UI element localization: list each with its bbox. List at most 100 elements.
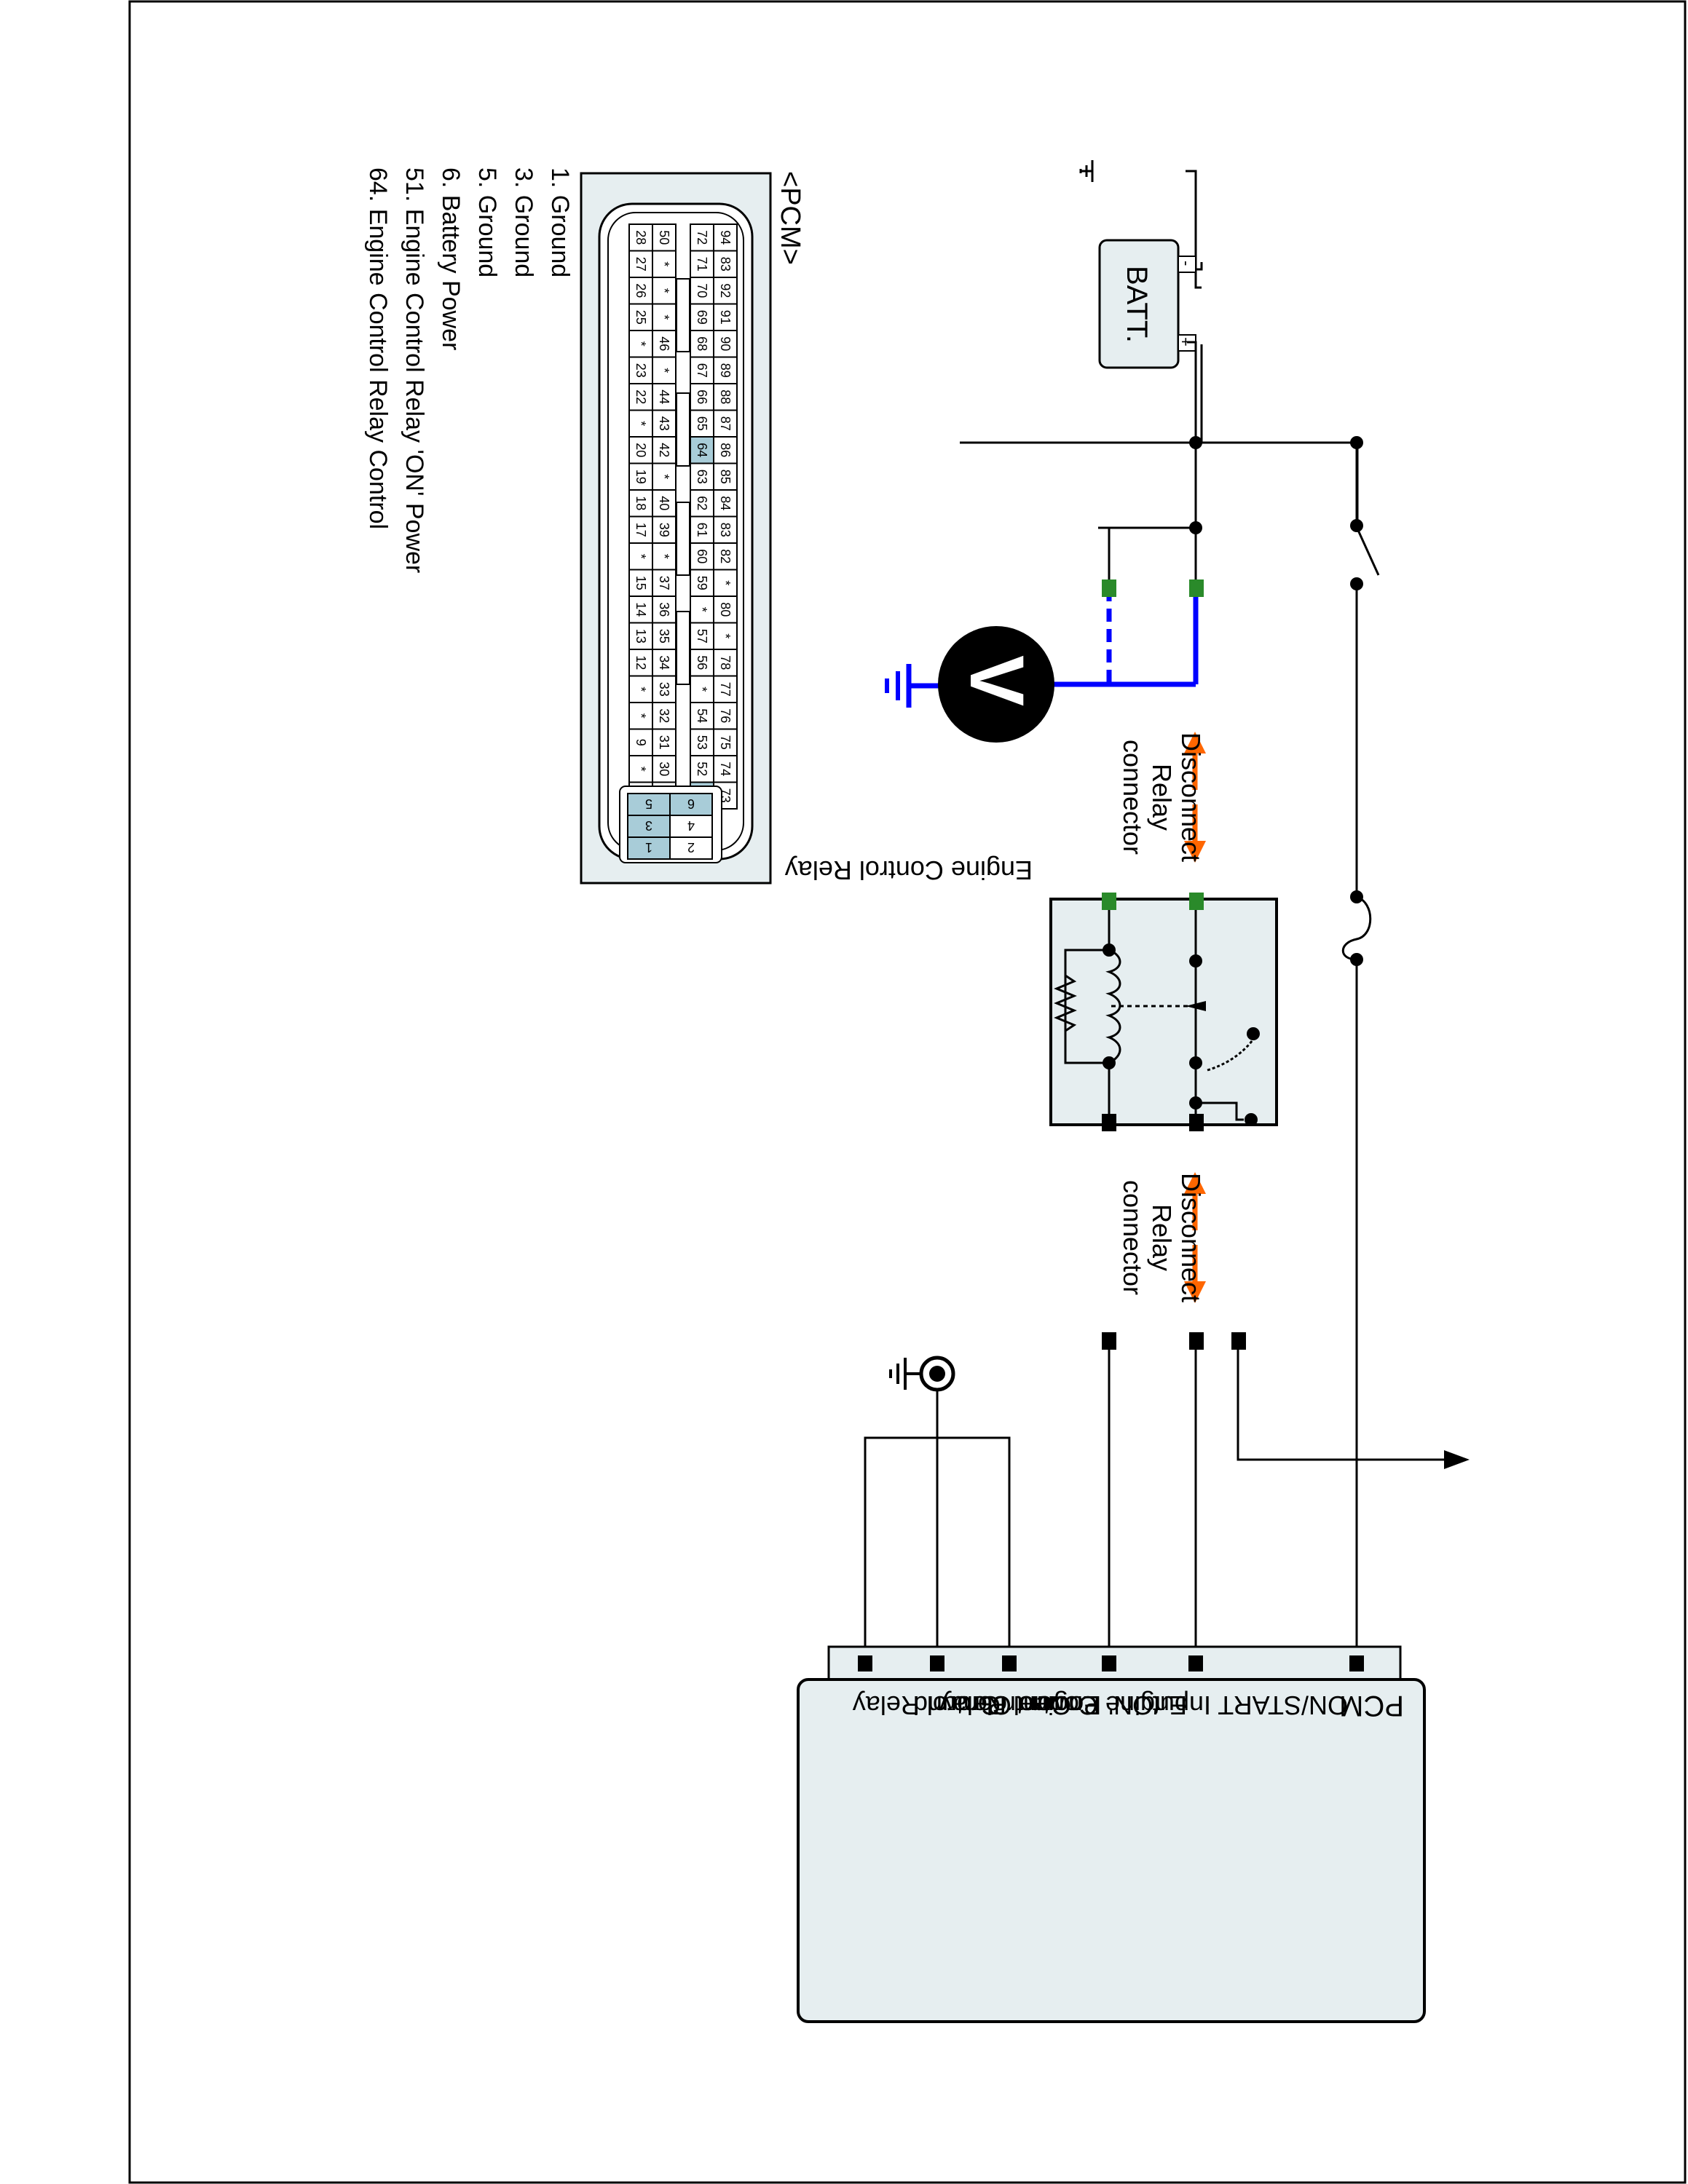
connector-pin-label: 36: [657, 602, 671, 617]
pcm-connector-title: <PCM>: [775, 171, 805, 265]
connector-pin-label: 60: [695, 549, 709, 563]
voltmeter: [938, 626, 1054, 743]
connector-small-pin-label: 5: [645, 796, 652, 811]
connector-pin-label: 64: [695, 443, 709, 457]
connector-small-pin-label: 3: [645, 818, 652, 833]
connector-pin-label: 67: [695, 363, 709, 378]
connector-pin-label: 46: [657, 336, 671, 351]
connector-small-pin-label: 4: [687, 818, 695, 833]
disconnect-label-line: Relay: [1147, 1204, 1177, 1271]
connector-pin-label: *: [657, 474, 671, 479]
connector-pin-label: 30: [657, 761, 671, 776]
pcm-pin-label-ecr-control: Control: [987, 1690, 1071, 1720]
connector-pin-label: 69: [695, 310, 709, 325]
battery: - + BATT.: [1098, 239, 1196, 369]
connector-pin-label: 84: [718, 496, 733, 510]
connector-pin-label: 75: [718, 735, 733, 750]
connector-pin-label: 25: [634, 310, 648, 325]
connector-pin-label: *: [634, 554, 648, 559]
connector-pin-label: 26: [634, 283, 648, 298]
battery-minus-label: -: [1178, 261, 1196, 266]
connector-pin-label: *: [657, 554, 671, 559]
connector-pin-label: 31: [657, 735, 671, 750]
connector-pin-label: 61: [695, 523, 709, 537]
connector-pin-label: 76: [718, 708, 733, 723]
connector-pin-label: 70: [695, 283, 709, 298]
connector-pin-label: 59: [695, 576, 709, 590]
junction-dots: [1189, 436, 1363, 966]
connector-pin-label: *: [634, 421, 648, 426]
connector-pin-label: 87: [718, 416, 733, 431]
connector-pin-label: *: [634, 687, 648, 692]
legend-item: 51. Engine Control Relay 'ON' Power: [401, 167, 428, 573]
battery-label: BATT.: [1121, 266, 1153, 343]
connector-pin-label: 32: [657, 708, 671, 723]
connector-pin-label: 43: [657, 416, 671, 431]
connector-pin-label: 18: [634, 496, 648, 510]
connector-key-tab: [676, 502, 690, 576]
connector-pin-label: *: [718, 633, 733, 638]
connector-pin-label: 72: [695, 230, 709, 245]
disconnect-label-line: Disconnect: [1176, 1173, 1206, 1302]
legend-item: 3. Ground: [510, 167, 537, 277]
connector-pin-label: 35: [657, 629, 671, 644]
connector-pin-label: 33: [657, 682, 671, 697]
pcm-pin-label-ecr-control: Engine Control Relay: [853, 1690, 1100, 1720]
circuit-wires: [864, 341, 1448, 1660]
connector-pin-label: *: [695, 687, 709, 692]
connector-pin-label: *: [657, 368, 671, 373]
connector-pin-label: 15: [634, 576, 648, 590]
connector-pin-label: 22: [634, 389, 648, 404]
connector-pin-label: 42: [657, 443, 671, 457]
pcm-pin-label-ecr-on-power: Engine Control Relay: [939, 1690, 1187, 1720]
connector-pin-label: 37: [657, 576, 671, 590]
connector-pin-label: *: [634, 713, 648, 719]
connector-pin-label: *: [695, 607, 709, 612]
connector-small-pin: [627, 836, 671, 860]
voltmeter-label: V: [954, 655, 1039, 706]
connector-pin-label: 83: [718, 257, 733, 272]
connector-key-tab: [676, 278, 690, 352]
connector-pin-label: 40: [657, 496, 671, 510]
connector-pin-label: 80: [718, 602, 733, 617]
connector-pin-label: 57: [695, 629, 709, 644]
connector-pin-label: 9: [634, 739, 648, 746]
disconnect-arrows: [1184, 732, 1206, 1303]
legend-item: 1. Ground: [546, 167, 574, 277]
connector-key-tab: [676, 611, 690, 685]
connector-small-pin-label: 6: [687, 796, 695, 811]
output-arrow: [1444, 1450, 1470, 1469]
connector-pin-label: 78: [718, 655, 733, 670]
disconnect-label-line: connector: [1118, 1180, 1148, 1295]
connector-pin-label: 77: [718, 682, 733, 697]
connector-pin-label: 86: [718, 443, 733, 457]
engine-control-relay-label: Engine Control Relay: [785, 855, 1033, 885]
voltmeter-probe: V: [885, 579, 1204, 743]
connector-pin-label: 44: [657, 389, 671, 404]
connector-pin-label: 27: [634, 257, 648, 272]
connector-pin-label: *: [718, 580, 733, 585]
engine-control-relay: Engine Control Relay: [785, 855, 1278, 1131]
disconnect-label-line: Disconnect: [1176, 732, 1206, 862]
connector-pin-label: *: [634, 767, 648, 772]
connector-pin-label: 19: [634, 470, 648, 484]
connector-pin-label: 39: [657, 523, 671, 537]
connector-pin-label: 90: [718, 336, 733, 351]
probe-pin-1: [1189, 579, 1204, 597]
connector-pin-label: 28: [634, 230, 648, 245]
connector-pin-label: 65: [695, 416, 709, 431]
connector-pin-label: *: [657, 261, 671, 266]
page-frame: [128, 0, 1687, 2184]
connector-pin-label: 50: [657, 230, 671, 245]
connector-pin-label: 20: [634, 443, 648, 457]
connector-pin-label: 94: [718, 230, 733, 245]
disconnect-label-line: connector: [1118, 740, 1148, 855]
connector-pin-label: *: [657, 314, 671, 320]
connector-pin-label: 82: [718, 549, 733, 563]
